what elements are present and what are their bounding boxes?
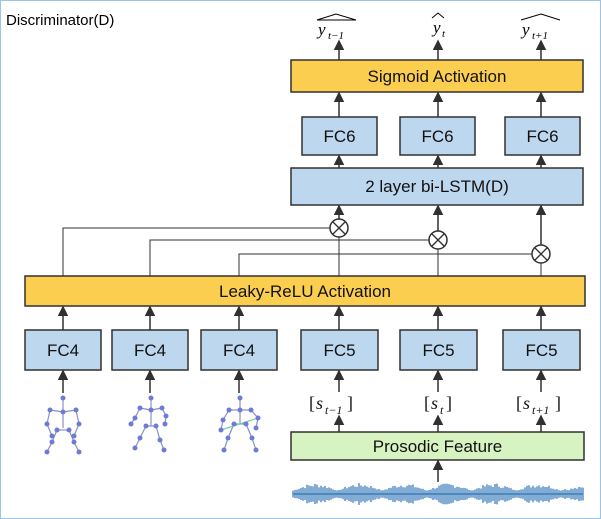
fc5-box-1	[300, 329, 379, 371]
fc5-label-3: FC5	[525, 341, 557, 360]
prosody-input-s-t-plus-1: [ s t+1 ]	[516, 393, 561, 417]
fc5-label-1: FC5	[323, 341, 355, 360]
svg-text:t−1: t−1	[328, 30, 344, 42]
svg-text:t−1: t−1	[325, 403, 342, 417]
fc5-label-2: FC5	[422, 341, 454, 360]
prosody-inputs: [ s t−1 ] [ s t ] [ s t+1 ]	[309, 393, 561, 417]
skeleton-pose-icon-3	[218, 395, 261, 453]
prosody-input-s-t-minus-1: [ s t−1 ]	[309, 393, 353, 417]
fc4-box-1	[24, 329, 102, 371]
fc4-box-2	[111, 329, 189, 371]
svg-text:]: ]	[347, 393, 353, 413]
leaky-relu-label: Leaky-ReLU Activation	[219, 282, 391, 301]
svg-text:y: y	[316, 20, 326, 39]
fc4-label-3: FC4	[223, 341, 255, 360]
bilstm-label: 2 layer bi-LSTM(D)	[365, 177, 509, 196]
svg-text:[: [	[516, 393, 522, 413]
svg-text:t: t	[442, 28, 446, 40]
svg-text:s: s	[431, 393, 438, 413]
svg-text:t+1: t+1	[532, 30, 548, 42]
leaky-relu-box	[24, 275, 586, 307]
fc6-label-2: FC6	[421, 127, 453, 146]
svg-text:t+1: t+1	[532, 403, 549, 417]
svg-text:y: y	[520, 20, 530, 39]
fc5-box-3	[502, 329, 581, 371]
svg-text:]: ]	[555, 393, 561, 413]
fc5-box-2	[399, 329, 478, 371]
multiply-icon-2	[428, 230, 448, 250]
arrows	[57, 39, 547, 482]
svg-text:t: t	[440, 403, 444, 417]
svg-text:y: y	[431, 18, 441, 37]
fc6-box-3	[504, 116, 581, 156]
skeleton-pose-icon-2	[128, 395, 169, 453]
svg-text:s: s	[523, 393, 530, 413]
multiply-icon-3	[531, 244, 551, 264]
svg-text:[: [	[424, 393, 430, 413]
fc4-label-1: FC4	[47, 341, 79, 360]
svg-text:]: ]	[446, 393, 452, 413]
fc6-label-1: FC6	[323, 127, 355, 146]
connector-lines	[62, 227, 542, 276]
bilstm-box	[290, 167, 584, 206]
skeleton-pose-icon-1	[44, 395, 82, 455]
sigmoid-activation-box	[290, 59, 584, 93]
diagram-title: Discriminator(D)	[6, 12, 114, 29]
svg-text:[: [	[309, 393, 315, 413]
fc4-label-2: FC4	[134, 341, 166, 360]
prosody-input-s-t: [ s t ]	[424, 393, 452, 417]
fc6-label-3: FC6	[526, 127, 558, 146]
multiply-icon-1	[329, 218, 349, 238]
waveform-icon	[292, 483, 584, 505]
prosodic-feature-label: Prosodic Feature	[373, 437, 502, 456]
fc4-box-3	[200, 329, 278, 371]
sigmoid-activation-label: Sigmoid Activation	[368, 67, 507, 86]
svg-text:s: s	[316, 393, 323, 413]
